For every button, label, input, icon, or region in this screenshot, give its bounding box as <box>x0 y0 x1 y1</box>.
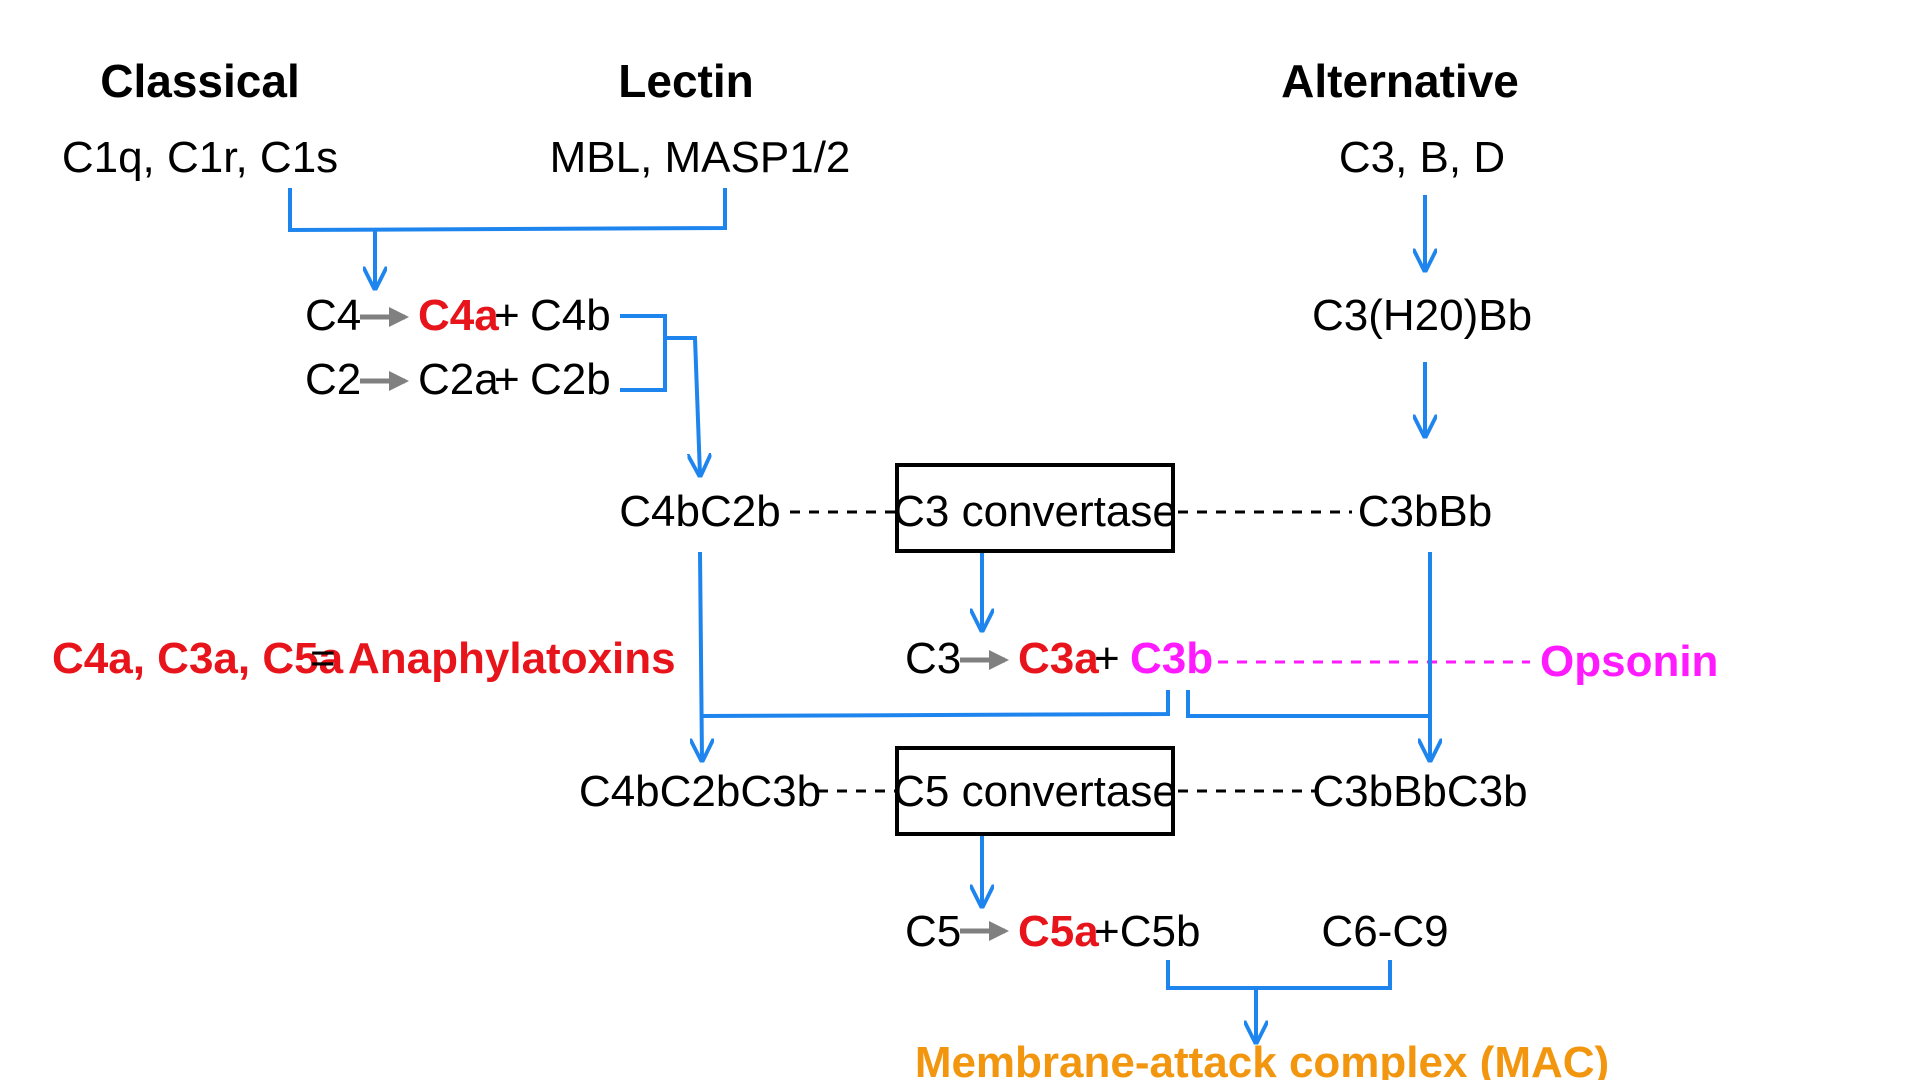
c3b-to-alternative-connector <box>1186 690 1430 718</box>
c3a-product: C3a <box>1018 634 1099 683</box>
mac-label: Membrane-attack complex (MAC) <box>915 1038 1609 1080</box>
anaphylatoxin-label: Anaphylatoxins <box>348 634 676 683</box>
lectin-components: MBL, MASP1/2 <box>550 133 851 182</box>
c4bc2b-arrow <box>665 336 700 475</box>
classical-components: C1q, C1r, C1s <box>62 133 338 182</box>
alternative-components: C3, B, D <box>1339 133 1505 182</box>
c2-plus: + <box>494 355 520 404</box>
c2a-product: C2a <box>418 355 499 404</box>
c5-substrate: C5 <box>905 907 961 956</box>
c4b-c2b-merge-connector <box>620 314 667 392</box>
c5b-product: +C5b <box>1094 907 1200 956</box>
opsonin-label: Opsonin <box>1540 637 1718 686</box>
c3-substrate: C3 <box>905 634 961 683</box>
mac-merge-connector <box>1166 960 1392 990</box>
c4a-product: C4a <box>418 291 499 340</box>
c3-convertase-label: C3 convertase <box>893 487 1177 536</box>
c4bc2b-to-c4bc2bc3b-arrow <box>700 551 702 760</box>
c4bc2b-label: C4bC2b <box>619 487 780 536</box>
c5-convertase-label: C5 convertase <box>893 767 1177 816</box>
c4-plus: + <box>494 291 520 340</box>
anaphylatoxin-equals: = <box>310 634 336 683</box>
c5a-product: C5a <box>1018 907 1099 956</box>
lectin-header: Lectin <box>618 55 753 107</box>
c3b-to-classical-connector <box>701 690 1170 718</box>
c3-plus: + <box>1094 634 1120 683</box>
c2-substrate: C2 <box>305 355 361 404</box>
c4b-product: C4b <box>530 291 611 340</box>
c3b-product: C3b <box>1130 634 1213 683</box>
classical-lectin-merge-connector <box>288 188 727 233</box>
classical-header: Classical <box>100 55 299 107</box>
alternative-header: Alternative <box>1281 55 1519 107</box>
c6c9-label: C6-C9 <box>1321 907 1448 956</box>
c4-substrate: C4 <box>305 291 361 340</box>
anaphylatoxin-list: C4a, C3a, C5a <box>52 634 344 683</box>
c3bbbc3b-label: C3bBbC3b <box>1312 767 1527 816</box>
c4bc2bc3b-label: C4bC2bC3b <box>579 767 821 816</box>
c2b-product: C2b <box>530 355 611 404</box>
c5-convertase-box <box>895 746 1175 836</box>
c3h2obb-label: C3(H20)Bb <box>1312 291 1532 340</box>
c3bbb-label: C3bBb <box>1358 487 1493 536</box>
c3-convertase-box <box>895 463 1175 553</box>
